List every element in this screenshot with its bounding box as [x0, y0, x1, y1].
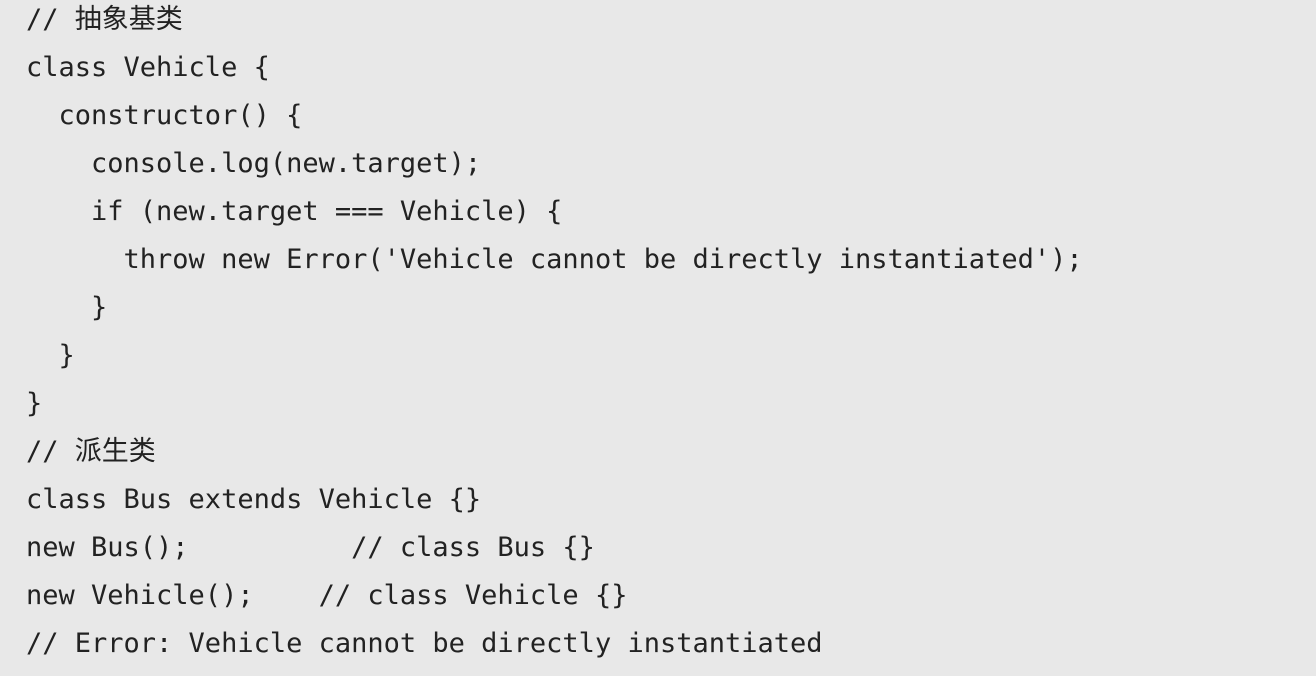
- code-line-7: }: [26, 292, 108, 323]
- code-line-3: constructor() {: [26, 100, 303, 131]
- code-line-10: // 派生类: [26, 436, 156, 467]
- code-line-6: throw new Error('Vehicle cannot be direc…: [26, 244, 1083, 275]
- code-line-2: class Vehicle {: [26, 52, 270, 83]
- code-line-9: }: [26, 388, 43, 419]
- code-line-14: // Error: Vehicle cannot be directly ins…: [26, 628, 823, 659]
- code-line-5: if (new.target === Vehicle) {: [26, 196, 563, 227]
- code-line-8: }: [26, 340, 75, 371]
- code-line-1: // 抽象基类: [26, 4, 183, 35]
- code-line-4: console.log(new.target);: [26, 148, 482, 179]
- code-line-12: new Bus(); // class Bus {}: [26, 532, 595, 563]
- code-line-13: new Vehicle(); // class Vehicle {}: [26, 580, 628, 611]
- code-line-11: class Bus extends Vehicle {}: [26, 484, 482, 515]
